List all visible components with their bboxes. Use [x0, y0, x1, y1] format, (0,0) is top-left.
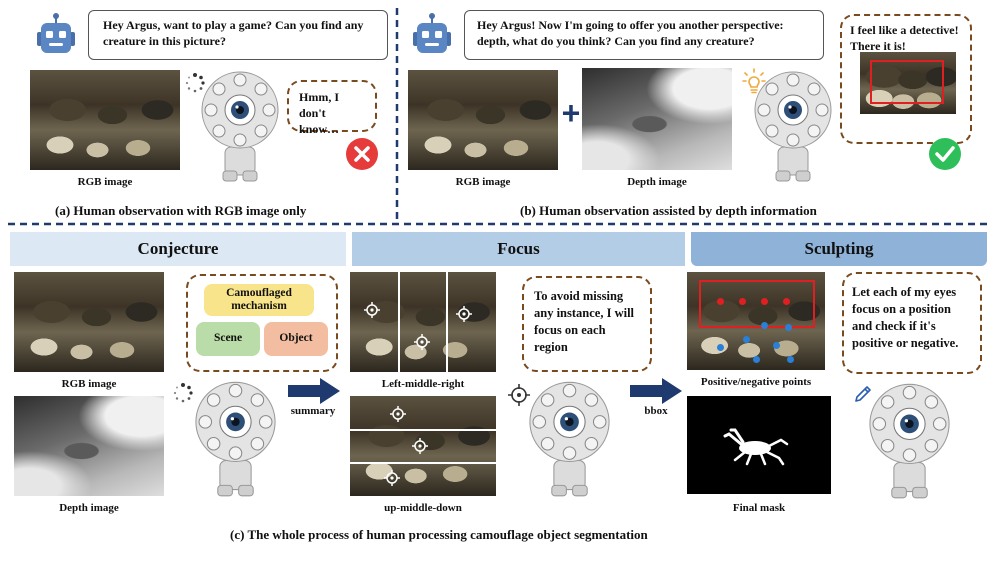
- wrong-icon: [346, 138, 378, 170]
- negative-point: [753, 356, 760, 363]
- argus-mascot-icon: [754, 71, 832, 182]
- summary-label: summary: [290, 405, 336, 417]
- detection-bbox: [699, 280, 815, 328]
- thinking-dots-icon: [173, 383, 193, 403]
- up-middle-down-image: [350, 396, 496, 496]
- correct-icon: [929, 138, 961, 170]
- sculpting-speech-bubble: Let each of my eyes focus on a position …: [842, 272, 982, 374]
- crab-mask-shape: [723, 428, 789, 466]
- argus-mascot-icon: [201, 71, 279, 182]
- positive-point: [783, 298, 790, 305]
- user-speech-bubble: Hey Argus, want to play a game? Can you …: [88, 10, 388, 60]
- bbox-label: bbox: [644, 405, 668, 417]
- plus-sign: +: [561, 95, 581, 131]
- crosshair-icon: [508, 384, 530, 406]
- target-icon: [456, 306, 472, 322]
- region-divider: [398, 272, 400, 372]
- negative-point: [785, 324, 792, 331]
- detected-image: [860, 52, 956, 114]
- left-middle-right-caption: Left-middle-right: [381, 378, 465, 390]
- robot-speech-text: Hmm, I don't know…: [299, 90, 340, 137]
- rgb-image-caption: RGB image: [455, 176, 511, 188]
- negative-point: [743, 336, 750, 343]
- rgb-image: [14, 272, 164, 372]
- focus-speech-text: To avoid missing any instance, I will fo…: [534, 289, 635, 354]
- argus-mascot-icon: [195, 381, 276, 497]
- rgb-image: [408, 70, 558, 170]
- pencil-icon: [855, 386, 871, 402]
- camouflaged-mechanism-box: Camouflaged mechanism: [204, 284, 314, 316]
- positive-negative-points-caption: Positive/negative points: [700, 376, 812, 388]
- user-speech-text: Hey Argus! Now I'm going to offer you an…: [477, 18, 784, 49]
- conjecture-header: Conjecture: [10, 232, 346, 266]
- robot-speech-bubble: Hmm, I don't know…: [287, 80, 377, 136]
- target-icon: [384, 470, 400, 486]
- focus-header: Focus: [352, 232, 685, 266]
- final-mask-image: [687, 396, 831, 494]
- negative-point: [717, 344, 724, 351]
- robot-speech-text: I feel like a detective! There it is!: [850, 23, 959, 54]
- region-divider: [350, 429, 496, 431]
- final-mask-caption: Final mask: [732, 502, 786, 514]
- depth-image-caption: Depth image: [627, 176, 687, 188]
- rgb-image-caption: RGB image: [77, 176, 133, 188]
- thinking-dots-icon: [185, 73, 205, 93]
- panel-b-caption: (b) Human observation assisted by depth …: [520, 203, 817, 218]
- user-robot-icon: [37, 13, 75, 53]
- positive-point: [761, 298, 768, 305]
- positive-point: [717, 298, 724, 305]
- user-speech-bubble: Hey Argus! Now I'm going to offer you an…: [464, 10, 824, 60]
- user-speech-text: Hey Argus, want to play a game? Can you …: [103, 18, 364, 49]
- sculpting-header: Sculpting: [691, 232, 987, 266]
- depth-image: [582, 68, 732, 170]
- region-divider: [350, 462, 496, 464]
- negative-point: [761, 322, 768, 329]
- user-robot-icon: [413, 13, 451, 53]
- depth-image-caption: Depth image: [59, 502, 119, 514]
- region-divider: [446, 272, 448, 372]
- argus-mascot-icon: [869, 383, 950, 499]
- target-icon: [364, 302, 380, 318]
- panel-divider-horizontal: [8, 222, 990, 226]
- target-icon: [414, 334, 430, 350]
- rgb-image-caption: RGB image: [61, 378, 117, 390]
- argus-mascot-icon: [529, 381, 610, 497]
- up-middle-down-caption: up-middle-down: [384, 502, 462, 514]
- panel-a-caption: (a) Human observation with RGB image onl…: [55, 203, 307, 218]
- focus-speech-bubble: To avoid missing any instance, I will fo…: [522, 276, 652, 372]
- negative-point: [773, 342, 780, 349]
- lightbulb-icon: [742, 68, 766, 94]
- target-icon: [390, 406, 406, 422]
- panel-c-caption: (c) The whole process of human processin…: [230, 527, 648, 542]
- sculpting-speech-text: Let each of my eyes focus on a position …: [852, 285, 959, 350]
- detection-bbox: [870, 60, 944, 104]
- depth-image: [14, 396, 164, 496]
- object-box: Object: [264, 322, 328, 356]
- positive-negative-points-image: [687, 272, 825, 370]
- scene-box: Scene: [196, 322, 260, 356]
- rgb-image: [30, 70, 180, 170]
- panel-divider-vertical: [395, 8, 399, 220]
- negative-point: [787, 356, 794, 363]
- right-arrow-icon: [630, 378, 682, 404]
- positive-point: [739, 298, 746, 305]
- left-middle-right-image: [350, 272, 496, 372]
- target-icon: [412, 438, 428, 454]
- right-arrow-icon: [288, 378, 340, 404]
